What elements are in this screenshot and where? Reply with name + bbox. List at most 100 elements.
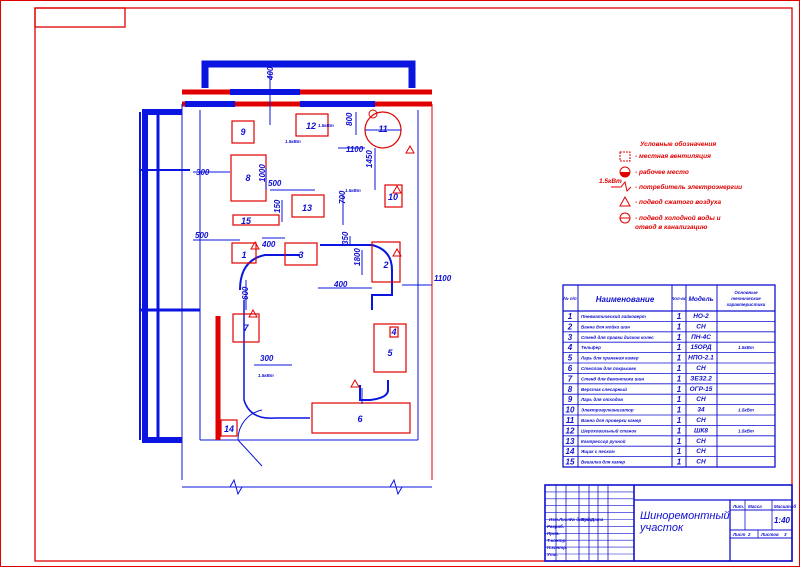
- equipment-label-4: 4: [390, 327, 396, 337]
- compressed-air-icon: [392, 247, 402, 257]
- compressed-air-icon: [248, 308, 258, 318]
- table-header-spec: Основные: [734, 290, 758, 295]
- cell-num: 6: [568, 364, 573, 373]
- dimension-label: 1450: [365, 150, 374, 168]
- table-header-name: Наименование: [596, 295, 655, 304]
- equipment-3: [284, 242, 318, 266]
- equipment-13: [291, 194, 325, 218]
- dimension-label: 1100: [346, 145, 364, 154]
- dimension-label: 500: [268, 179, 282, 188]
- cell-model: СН: [696, 459, 706, 466]
- power-tag: 1.5кВт: [258, 373, 274, 378]
- table-frame: [562, 284, 776, 468]
- cell-qty: 1: [677, 312, 682, 321]
- cell-qty: 1: [677, 406, 682, 415]
- power-consumer-icon: [611, 180, 632, 192]
- cell-name: Пневматический гайковерт: [581, 313, 646, 319]
- cell-name: Ларь для отходов: [580, 397, 623, 402]
- cell-name: Ларь для хранения камер: [580, 356, 639, 361]
- equipment-7: [232, 313, 260, 343]
- equipment-label-5: 5: [387, 348, 393, 358]
- power-tag: 1.5кВт: [318, 123, 334, 128]
- equipment-2: [371, 241, 401, 283]
- cell-qty: 1: [677, 343, 682, 352]
- cell-model: СН: [696, 396, 706, 403]
- label-lit: Лит.: [732, 504, 744, 509]
- table-row: 14 Ящик с песком 1 СН: [566, 447, 706, 456]
- legend: Условные обозначения - местная вентиляци…: [599, 140, 742, 231]
- cell-model: СН: [696, 448, 706, 455]
- equipment-label-6: 6: [357, 414, 363, 424]
- cell-num: 10: [566, 406, 575, 415]
- cell-num: 1: [568, 312, 573, 321]
- door-leaf: [237, 439, 263, 467]
- legend-item-text: - потребитель электроэнергии: [635, 183, 742, 191]
- cell-name: Стеллаж для покрышек: [581, 366, 637, 371]
- compressed-air-icon: [392, 184, 402, 194]
- cell-name: Ящик с песком: [580, 449, 615, 454]
- legend-item-text: - подвод сжатого воздуха: [635, 198, 721, 206]
- cell-num: 7: [568, 374, 573, 383]
- table-header-spec: технические: [731, 296, 761, 301]
- table-header-model: Модель: [688, 295, 713, 303]
- dimension-label: 500: [195, 231, 209, 240]
- cell-qty: 1: [677, 385, 682, 394]
- equipment-label-12: 12: [306, 121, 316, 131]
- dimension-label: 300: [260, 354, 274, 363]
- legend-item-text: - подвод холодной воды и: [635, 214, 721, 222]
- legend-item-text-2: отвод в канализацию: [635, 223, 708, 231]
- cell-qty: 1: [677, 447, 682, 456]
- cell-name: Стенд для демонтажа шин: [581, 376, 644, 381]
- legend-item-text: - местная вентиляция: [635, 153, 711, 160]
- equipment-12: [295, 113, 329, 137]
- cell-model: 34: [697, 407, 705, 414]
- door-arc: [237, 409, 263, 441]
- top-wall-blue: [201, 60, 416, 88]
- equipment-15: [232, 214, 280, 226]
- dimension-label: 300: [196, 168, 210, 177]
- scale-value: 1:40: [774, 516, 791, 525]
- cell-name: Стенд для правки дисков колес: [581, 335, 654, 340]
- dimension-label: 150: [273, 199, 282, 213]
- cell-qty: 1: [677, 395, 682, 404]
- ventilation-icon: [619, 151, 631, 162]
- cell-qty: 1: [677, 458, 682, 467]
- dimension-label: 600: [241, 286, 250, 300]
- label-sheets: Листов: [760, 532, 779, 537]
- title-block-label: Разраб.: [547, 523, 564, 529]
- sheets-total: 3: [784, 532, 787, 537]
- dimension-label: 350: [341, 231, 350, 245]
- cell-num: 11: [566, 416, 575, 425]
- equipment-label-9: 9: [240, 127, 245, 137]
- cell-spec: 1.5кВт: [738, 345, 754, 350]
- cell-num: 14: [566, 447, 575, 456]
- legend-item: - подвод сжатого воздуха: [619, 195, 721, 207]
- dimension-label: 400: [261, 240, 276, 249]
- equipment-label-1: 1: [241, 250, 246, 260]
- dimension-label: 800: [345, 112, 354, 126]
- cell-qty: 1: [677, 416, 682, 425]
- equipment-label-2: 2: [382, 260, 388, 270]
- power-tag: 1.5кВт: [345, 188, 361, 193]
- corner-stamp: [34, 7, 126, 28]
- cell-name: Электровулканизатор: [581, 408, 634, 413]
- legend-title: Условные обозначения: [640, 140, 716, 148]
- label-mass: Масса: [748, 504, 762, 509]
- cell-name: Шероховальный станок: [581, 427, 637, 433]
- table-header-spec: характеристики: [726, 302, 766, 307]
- legend-item-text: - рабочее место: [635, 168, 689, 176]
- cell-model: СН: [696, 417, 706, 424]
